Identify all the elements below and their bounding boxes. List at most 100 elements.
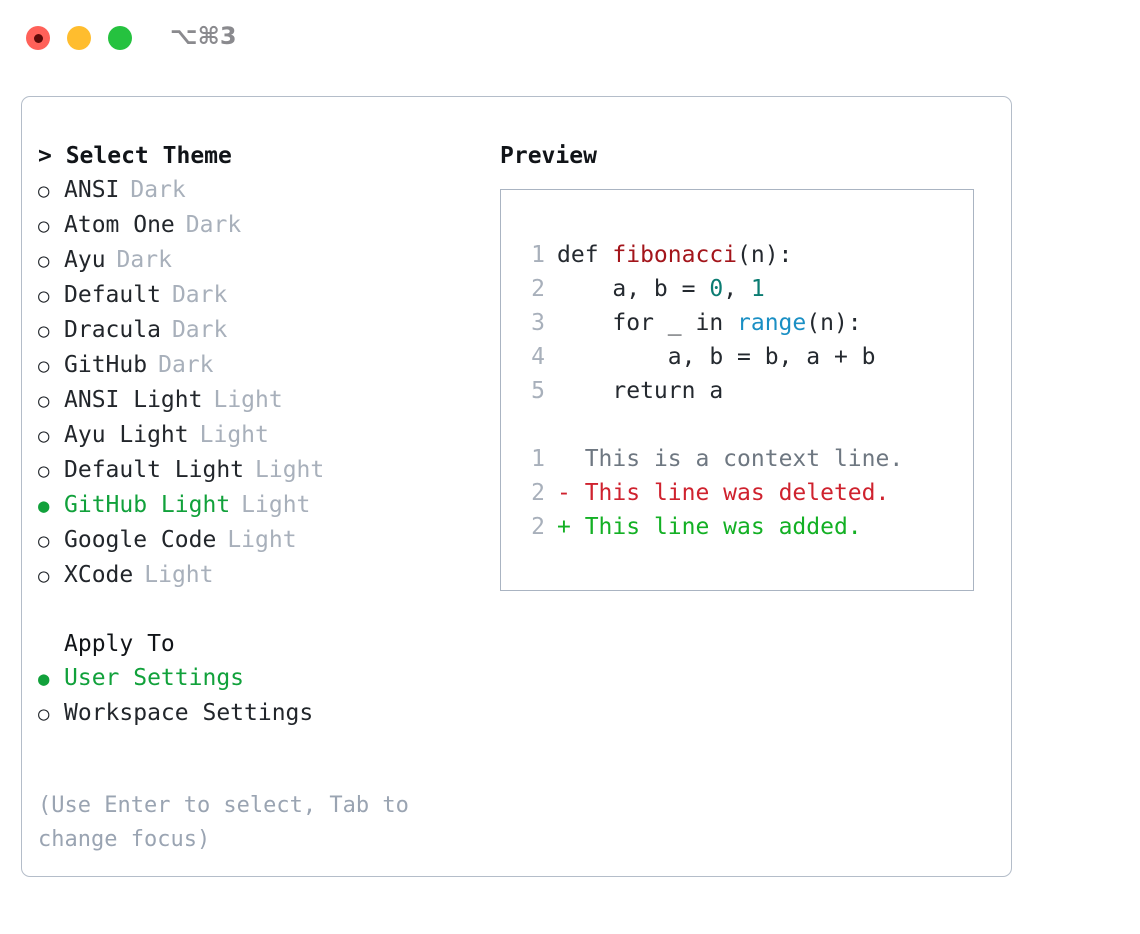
line-number: 2 — [531, 276, 545, 302]
theme-option-github[interactable]: ○ GitHub Dark — [38, 348, 478, 383]
theme-option-variant: Dark — [130, 177, 186, 203]
radio-unselected-icon: ○ — [38, 215, 50, 237]
code-token-plain: return a — [557, 378, 724, 404]
radio-selected-icon: ● — [38, 495, 50, 517]
code-line-content: def fibonacci(n): — [557, 238, 792, 272]
radio-unselected-icon: ○ — [38, 530, 50, 552]
traffic-light-group — [26, 26, 132, 50]
radio-unselected-icon: ○ — [38, 565, 50, 587]
line-number: 1 — [531, 242, 545, 268]
code-line: 5 return a — [519, 374, 967, 408]
diff-sign — [557, 442, 585, 476]
theme-option-variant: Light — [227, 527, 297, 553]
code-line-content: a, b = 0, 1 — [557, 272, 765, 306]
theme-option-label: Ayu Light — [64, 422, 189, 448]
radio-unselected-icon: ○ — [38, 180, 50, 202]
code-line-content: a, b = b, a + b — [557, 340, 876, 374]
theme-option-variant: Light — [241, 492, 311, 518]
theme-option-xcode[interactable]: ○ XCode Light — [38, 558, 478, 593]
diff-line-del: 2- This line was deleted. — [519, 476, 967, 510]
radio-unselected-icon: ○ — [38, 320, 50, 342]
code-token-plain: a, b = — [557, 276, 710, 302]
line-number: 1 — [531, 446, 545, 472]
apply-to-option-workspace-settings[interactable]: ○ Workspace Settings — [38, 696, 478, 731]
theme-option-ayu[interactable]: ○ Ayu Dark — [38, 243, 478, 278]
theme-option-variant: Light — [144, 562, 214, 588]
code-token-func: fibonacci — [612, 242, 738, 268]
keyboard-hint-text: (Use Enter to select, Tab to change focu… — [38, 793, 409, 852]
theme-option-variant: Light — [255, 457, 325, 483]
diff-line-add: 2+ This line was added. — [519, 510, 967, 544]
theme-option-ayu-light[interactable]: ○ Ayu Light Light — [38, 418, 478, 453]
code-line: 4 a, b = b, a + b — [519, 340, 967, 374]
apply-to-section: Apply To ● User Settings ○ Workspace Settin… — [38, 627, 478, 731]
theme-option-variant: Dark — [171, 317, 228, 343]
theme-option-label: Atom One — [64, 212, 175, 238]
minimize-button[interactable] — [67, 26, 91, 50]
theme-option-ansi-light[interactable]: ○ ANSI Light Light — [38, 383, 478, 418]
keyboard-shortcut-label: ⌥⌘3 — [170, 22, 237, 50]
radio-unselected-icon: ○ — [38, 355, 50, 377]
theme-option-label: Google Code — [64, 527, 217, 553]
theme-option-atom-one[interactable]: ○ Atom One Dark — [38, 208, 478, 243]
radio-unselected-icon: ○ — [38, 390, 50, 412]
theme-option-variant: Light — [213, 387, 283, 413]
code-token-plain: (n): — [806, 310, 862, 336]
theme-option-google-code[interactable]: ○ Google Code Light — [38, 523, 478, 558]
theme-option-variant: Light — [199, 422, 269, 448]
code-line: 1 def fibonacci(n): — [519, 238, 967, 272]
theme-option-default-light[interactable]: ○ Default Light Light — [38, 453, 478, 488]
apply-to-option-user-settings[interactable]: ● User Settings — [38, 661, 478, 696]
theme-option-label: Default Light — [64, 457, 245, 483]
preview-heading: Preview — [500, 143, 597, 169]
theme-option-variant: Dark — [171, 282, 228, 308]
code-token-num: 1 — [750, 276, 765, 302]
code-diff-separator — [519, 408, 967, 442]
theme-option-default[interactable]: ○ Default Dark — [38, 278, 478, 313]
close-button[interactable] — [26, 26, 50, 50]
code-token-num: 0 — [709, 276, 724, 302]
radio-unselected-icon: ○ — [38, 703, 50, 725]
apply-to-heading: Apply To — [64, 631, 175, 657]
theme-option-label: Default — [64, 282, 161, 308]
line-number: 4 — [531, 344, 545, 370]
code-token-call: range — [737, 310, 807, 336]
code-token-plain: (n): — [737, 242, 793, 268]
theme-option-label: ANSI — [64, 177, 120, 203]
theme-option-github-light[interactable]: ● GitHub Light Light — [38, 488, 478, 523]
diff-sign: + — [557, 514, 585, 540]
radio-unselected-icon: ○ — [38, 250, 50, 272]
theme-option-variant: Dark — [185, 212, 242, 238]
code-line: 3 for _ in range(n): — [519, 306, 967, 340]
title-bar: ⌥⌘3 — [0, 0, 1140, 78]
theme-option-label: Ayu — [64, 247, 106, 273]
code-token-plain: a, b = b, a + b — [557, 344, 876, 370]
diff-line-text: This is a context line. — [584, 446, 904, 472]
code-line-content: return a — [557, 374, 723, 408]
line-number: 2 — [531, 514, 545, 540]
theme-option-label: XCode — [64, 562, 134, 588]
theme-option-label: GitHub Light — [64, 492, 231, 518]
diff-line-ctx: 1 This is a context line. — [519, 442, 967, 476]
theme-option-ansi[interactable]: ○ ANSI Dark — [38, 173, 478, 208]
theme-option-label: ANSI Light — [64, 387, 203, 413]
radio-unselected-icon: ○ — [38, 285, 50, 307]
apply-to-option-label: Workspace Settings — [64, 700, 314, 726]
apply-to-option-label: User Settings — [64, 665, 245, 691]
radio-unselected-icon: ○ — [38, 460, 50, 482]
theme-option-variant: Dark — [116, 247, 172, 273]
maximize-button[interactable] — [108, 26, 132, 50]
theme-option-label: GitHub — [64, 352, 148, 378]
diff-sign: - — [557, 480, 585, 506]
radio-selected-icon: ● — [38, 668, 50, 690]
line-number: 5 — [531, 378, 545, 404]
theme-option-variant: Dark — [158, 352, 214, 378]
radio-unselected-icon: ○ — [38, 425, 50, 447]
